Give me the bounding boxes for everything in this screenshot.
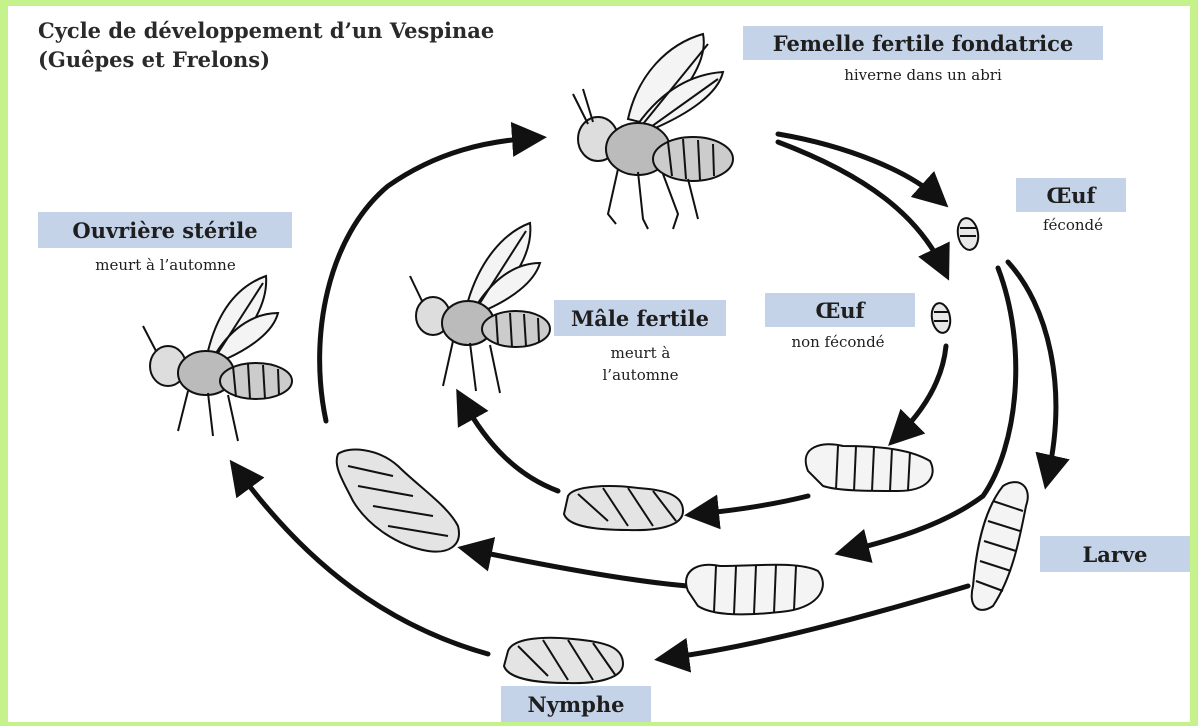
label-nymphe-text: Nymphe <box>528 692 625 717</box>
label-oeuf-feconde-text: Œuf <box>1046 183 1095 208</box>
larva-icon <box>972 482 1028 610</box>
wasp-worker-icon <box>143 276 292 441</box>
label-femelle-fertile: Femelle fertile fondatrice <box>743 26 1103 60</box>
label-femelle-text: Femelle fertile fondatrice <box>773 31 1074 56</box>
arrow-male-pupa-to-male <box>463 401 558 491</box>
arrow-worker-larva-to-worker-pupa <box>471 550 688 586</box>
cycle-arrows <box>238 134 1056 658</box>
pupa-icon <box>337 450 459 552</box>
arrow-unfertilized-egg-to-male-larva <box>898 346 946 436</box>
arrow-queen-to-fertilized-egg <box>778 134 938 198</box>
label-ouvriere-text: Ouvrière stérile <box>72 218 257 243</box>
label-nymphe: Nymphe <box>501 686 651 722</box>
arrow-queen-to-unfertilized-egg <box>778 142 943 268</box>
arrow-male-larva-to-male-pupa <box>698 496 808 514</box>
note-male-line-2: l’automne <box>573 364 708 386</box>
label-ouvriere-sterile: Ouvrière stérile <box>38 212 292 248</box>
larva-icon <box>686 564 823 614</box>
egg-icon <box>955 217 980 252</box>
label-larve: Larve <box>1040 536 1190 572</box>
label-larve-text: Larve <box>1083 542 1148 567</box>
note-male-line-1: meurt à <box>573 342 708 364</box>
diagram-canvas: Cycle de développement d’un Vespinae (Gu… <box>8 6 1190 722</box>
note-oeuf-non-feconde: non fécondé <box>773 331 903 353</box>
label-oeuf-non-feconde-text: Œuf <box>815 298 864 323</box>
note-femelle: hiverne dans un abri <box>808 64 1038 86</box>
note-male: meurt à l’automne <box>573 342 708 386</box>
pupa-icon <box>564 486 683 530</box>
label-oeuf-feconde: Œuf <box>1016 178 1126 212</box>
wasp-queen-icon <box>573 34 733 229</box>
label-male-fertile: Mâle fertile <box>554 300 726 336</box>
label-male-text: Mâle fertile <box>571 306 709 331</box>
egg-icon <box>930 302 953 335</box>
label-oeuf-non-feconde: Œuf <box>765 293 915 327</box>
wasp-male-icon <box>410 223 550 393</box>
note-oeuf-feconde: fécondé <box>1028 214 1118 236</box>
pupa-icon <box>504 638 623 683</box>
note-ouvriere: meurt à l’automne <box>53 254 278 276</box>
larva-icon <box>806 444 933 491</box>
